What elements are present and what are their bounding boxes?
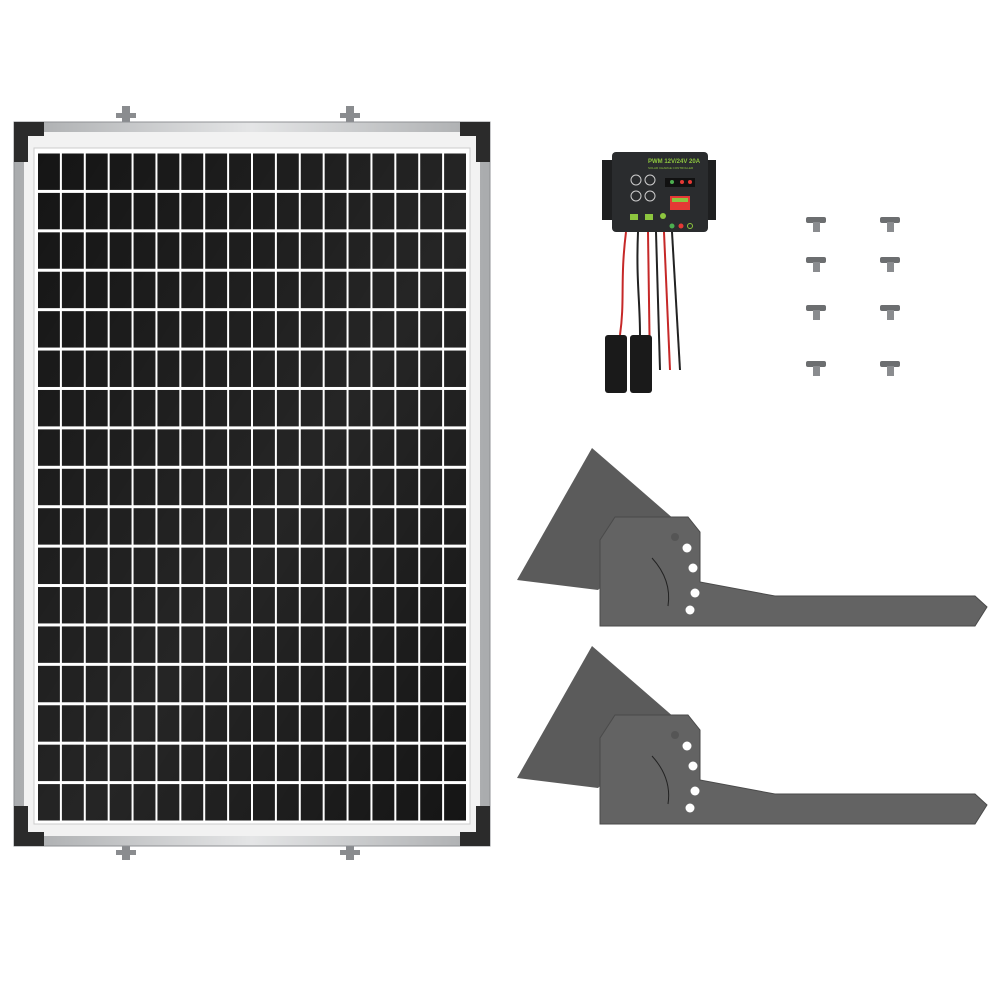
controller-label: PWM 12V/24V 20A bbox=[648, 159, 701, 165]
bolt bbox=[806, 305, 826, 320]
bolt bbox=[880, 361, 900, 376]
corner-brackets bbox=[14, 122, 490, 846]
mc4-connectors bbox=[605, 335, 652, 393]
controller-wires bbox=[619, 231, 681, 371]
bolt bbox=[806, 361, 826, 376]
controller-subtitle: SOLAR CHARGE CONTROLLER bbox=[648, 166, 694, 170]
bolt bbox=[806, 257, 826, 272]
bolt bbox=[880, 257, 900, 272]
solar-panel bbox=[13, 106, 491, 860]
tilt-bracket bbox=[517, 646, 988, 825]
bolt bbox=[806, 217, 826, 232]
bolt bbox=[880, 305, 900, 320]
bolt bbox=[880, 217, 900, 232]
tilt-bracket bbox=[517, 448, 988, 627]
panel-screws bbox=[116, 106, 360, 860]
charge-controller: PWM 12V/24V 20A SOLAR CHARGE CONTROLLER bbox=[602, 152, 716, 393]
mounting-bolts bbox=[806, 217, 900, 376]
